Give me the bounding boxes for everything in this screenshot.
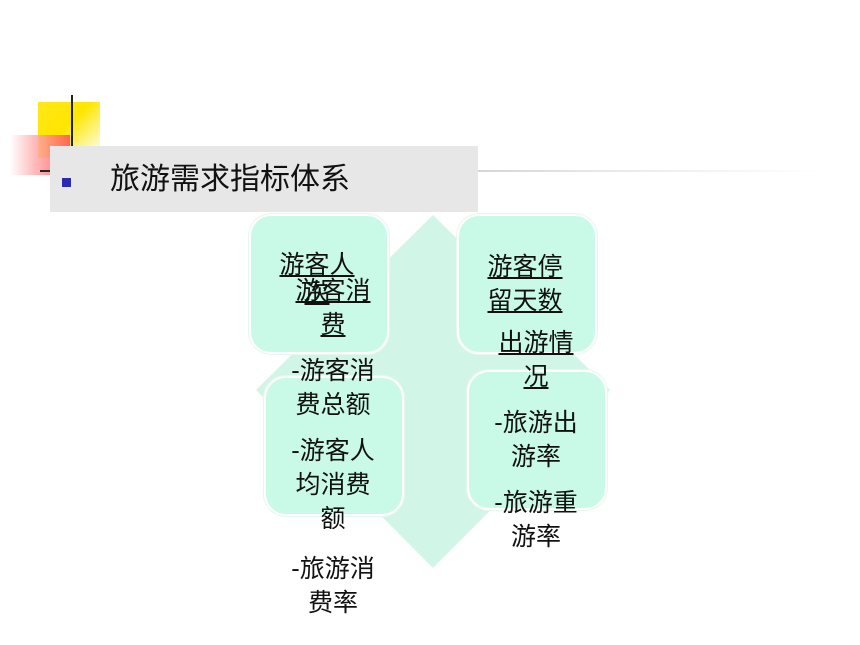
box-bottom-left xyxy=(264,376,404,516)
bottom-right-item-2-line2: 游率 xyxy=(510,522,561,551)
top-right-heading-line1: 游客停 xyxy=(487,252,563,281)
box-bottom-right xyxy=(467,370,607,510)
bottom-left-item-3-line1: -旅游消 xyxy=(291,554,375,583)
bottom-left-item-1-line1: -游客消 xyxy=(291,356,375,385)
bottom-left-item-3-line2: 费率 xyxy=(307,588,358,617)
bottom-right-item-1-line2: 游率 xyxy=(510,442,561,471)
square-bullet-icon xyxy=(62,178,71,187)
bottom-left-item-1-line2: 费总额 xyxy=(295,390,371,419)
bottom-left-item-2-line1: -游客人 xyxy=(291,436,375,465)
box-top-left xyxy=(249,214,389,354)
top-right-heading-line2: 留天数 xyxy=(487,286,563,315)
bottom-right-item-1-line1: -旅游出 xyxy=(494,408,578,437)
top-left-overlap-heading-line1: 游客消 xyxy=(295,276,371,305)
slide-title: 旅游需求指标体系 xyxy=(110,162,350,197)
top-left-heading-line1: 游客人 xyxy=(279,250,355,279)
box-top-right xyxy=(457,214,597,354)
bottom-left-item-2-line2: 均消费 xyxy=(295,470,371,499)
top-left-overlap-heading-line2: 费 xyxy=(320,310,346,339)
bottom-left-item-2-line3: 额 xyxy=(320,504,346,533)
bottom-right-heading-line1: 出游情 xyxy=(498,328,574,357)
bottom-right-heading-line2: 况 xyxy=(523,362,549,391)
bottom-right-item-2-line1: -旅游重 xyxy=(494,488,578,517)
top-left-heading-line2: 次 xyxy=(304,278,330,307)
title-bar: 旅游需求指标体系 xyxy=(50,146,478,212)
decorative-vertical-line xyxy=(71,95,73,170)
